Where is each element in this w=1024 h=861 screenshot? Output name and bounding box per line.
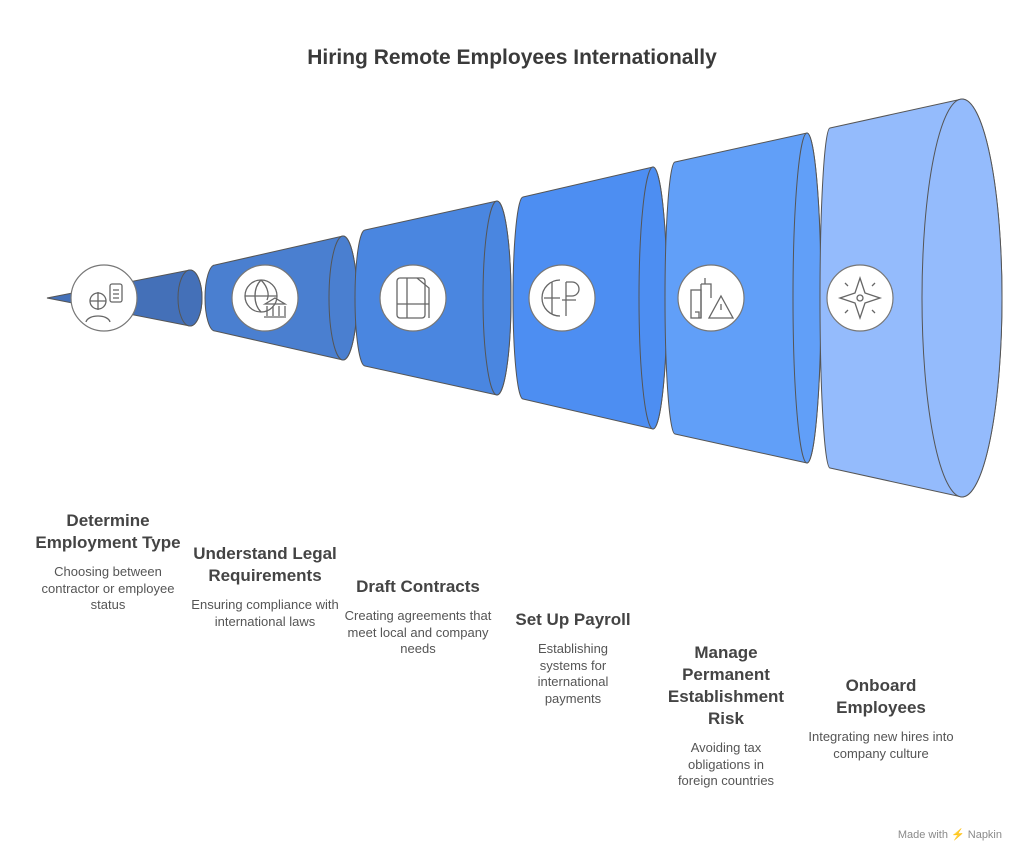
segment-end-cap [921, 98, 1003, 498]
document-icon [379, 264, 447, 332]
building-warning-icon [677, 264, 745, 332]
step-desc: Ensuring compliance with international l… [191, 597, 339, 629]
step-desc: Avoiding tax obligations in foreign coun… [677, 740, 775, 788]
segment-end-cap [328, 235, 358, 361]
funnel-segment-6 [819, 98, 1003, 498]
step-3: Draft Contracts Creating agreements that… [343, 576, 493, 658]
step-2: Understand Legal Requirements Ensuring c… [190, 543, 340, 630]
segment-end-cap [638, 166, 668, 430]
step-title: Determine Employment Type [35, 511, 181, 552]
step-title: Draft Contracts [356, 577, 480, 596]
funnel-segment-5 [664, 132, 822, 464]
funnel-segment-2 [204, 235, 358, 361]
segment-end-cap [177, 269, 203, 327]
step-title: Onboard Employees [836, 676, 926, 717]
step-title: Understand Legal Requirements [193, 544, 337, 585]
step-6: Onboard Employees Integrating new hires … [806, 675, 956, 762]
worker-clipboard-icon [70, 264, 138, 332]
step-desc: Choosing between contractor or employee … [41, 564, 175, 612]
step-title: Manage Permanent Establishment Risk [667, 643, 785, 728]
globe-bank-icon [231, 264, 299, 332]
step-1: Determine Employment Type Choosing betwe… [33, 510, 183, 614]
step-desc: Creating agreements that meet local and … [344, 608, 492, 656]
diagram-title: Hiring Remote Employees Internationally [307, 46, 717, 69]
funnel-segment-4 [512, 166, 668, 430]
globe-currency-icon [528, 264, 596, 332]
step-4: Set Up Payroll Establishing systems for … [498, 609, 648, 707]
step-title: Set Up Payroll [515, 610, 631, 629]
segment-end-cap [482, 200, 512, 396]
funnel-segment-1 [46, 264, 203, 332]
napkin-watermark: Made with ⚡ Napkin [897, 829, 1002, 841]
step-5: Manage Permanent Establishment Risk Avoi… [651, 642, 801, 790]
compass-star-icon [826, 264, 894, 332]
step-desc: Establishing systems for international p… [537, 641, 609, 706]
segment-end-cap [792, 132, 822, 464]
step-desc: Integrating new hires into company cultu… [808, 729, 954, 761]
funnel-segment-3 [354, 200, 512, 396]
